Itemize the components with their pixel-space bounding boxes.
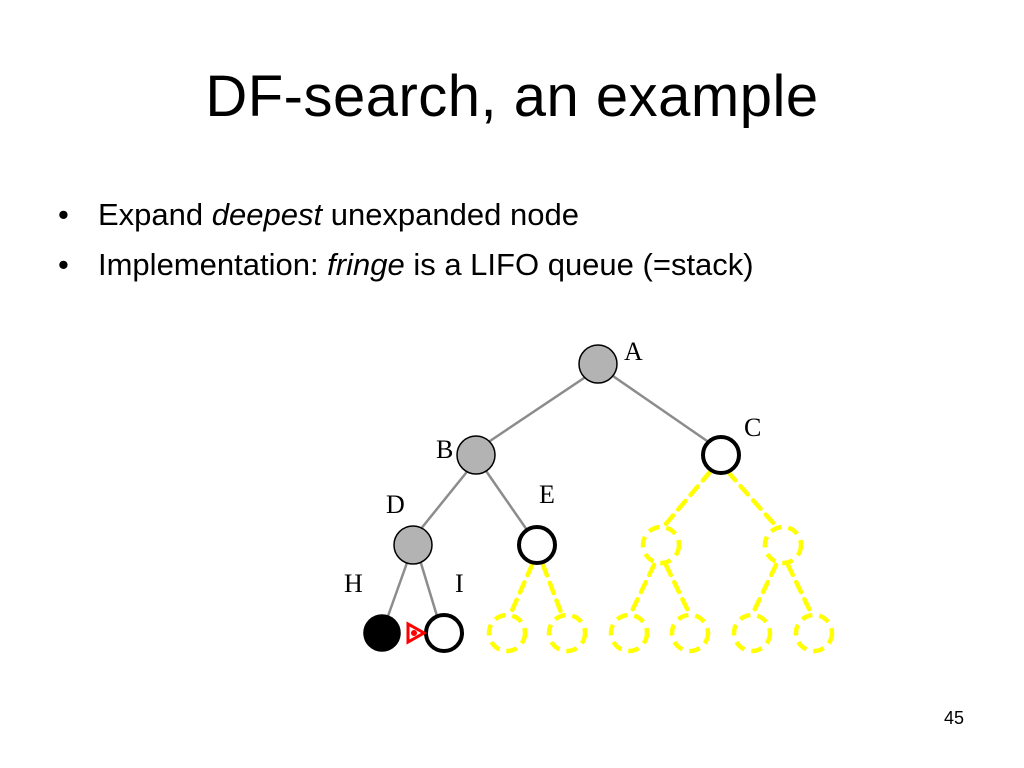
unexplored-nodes — [486, 524, 835, 654]
edge-c-g — [725, 469, 778, 528]
node-g — [762, 524, 804, 566]
bullet-expand-deepest: • Expand deepest unexpanded node — [58, 190, 754, 240]
label-a: A — [624, 337, 643, 366]
edge-f-m — [663, 562, 693, 618]
edge-e-k — [540, 562, 565, 618]
bullet-emphasis: fringe — [327, 247, 405, 282]
bullet-marker: • — [58, 247, 69, 282]
node-i — [424, 613, 464, 653]
node-e — [517, 525, 557, 565]
current-node-pointer-icon — [406, 621, 428, 645]
edge-f-l — [627, 562, 657, 618]
node-n — [731, 612, 773, 654]
edge-b-e — [482, 467, 529, 531]
edge-g-o — [785, 562, 815, 618]
edge-d-h — [386, 559, 410, 617]
bullet-implementation: • Implementation: fringe is a LIFO queue … — [58, 240, 754, 290]
fringe-nodes — [424, 435, 741, 653]
node-b — [456, 435, 496, 475]
current-node-pointer-dot — [411, 630, 417, 636]
label-i: I — [455, 569, 464, 598]
label-b: B — [436, 435, 453, 464]
node-a — [578, 344, 618, 384]
bullet-list: • Expand deepest unexpanded node • Impleme… — [58, 190, 754, 290]
label-d: D — [386, 490, 405, 519]
label-e: E — [539, 480, 555, 509]
edge-d-i — [418, 559, 439, 617]
node-m — [669, 612, 711, 654]
node-d — [393, 525, 433, 565]
edge-g-n — [749, 562, 779, 618]
slide-title: DF-search, an example — [205, 64, 819, 129]
bullet-text-before: Expand — [98, 197, 212, 232]
edge-c-f — [662, 469, 713, 528]
edge-b-d — [419, 467, 471, 531]
node-l — [608, 612, 650, 654]
node-o — [793, 612, 835, 654]
bullet-text-before: Implementation: — [98, 247, 328, 282]
bullet-emphasis: deepest — [211, 197, 323, 232]
bullet-text-after: unexpanded node — [322, 197, 579, 232]
bullet-text-after: is a LIFO queue (=stack) — [404, 247, 754, 282]
node-k — [546, 612, 588, 654]
node-c — [701, 435, 741, 475]
page-number: 45 — [943, 708, 964, 728]
label-c: C — [744, 413, 761, 442]
node-h — [363, 614, 401, 652]
edge-a-b — [486, 372, 591, 445]
bullet-marker: • — [58, 197, 69, 232]
node-f — [640, 524, 682, 566]
node-j — [486, 612, 528, 654]
unexplored-edges — [507, 469, 815, 618]
explored-edges — [386, 372, 711, 617]
explored-nodes — [363, 344, 618, 652]
edge-e-j — [507, 562, 535, 618]
label-h: H — [344, 569, 363, 598]
edge-a-c — [609, 372, 711, 445]
